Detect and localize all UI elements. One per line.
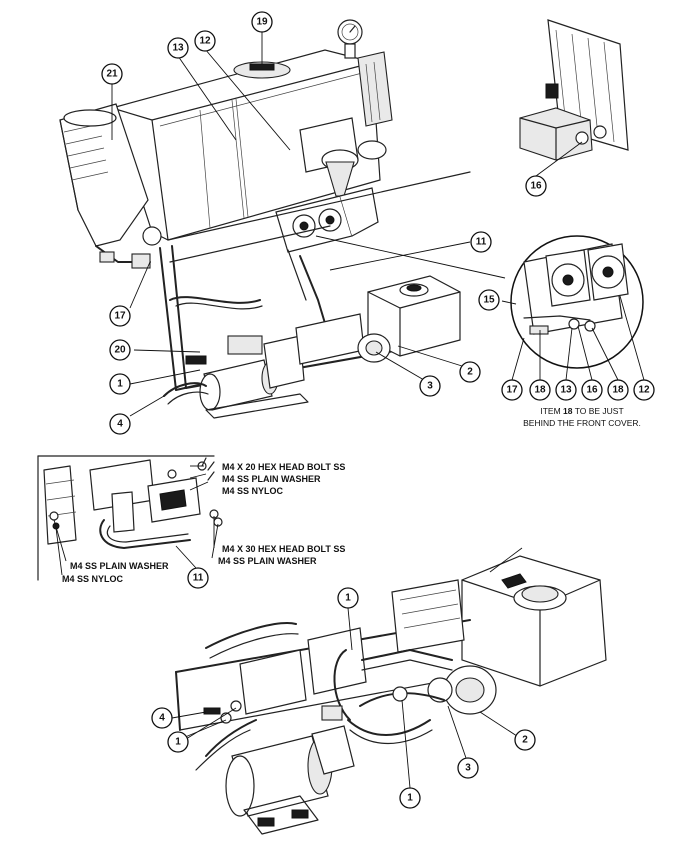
callout-16-inset: 16 xyxy=(525,175,547,197)
callout-18-detail-a: 18 xyxy=(529,379,551,401)
main-assembly xyxy=(59,19,471,419)
callout-16-detail: 16 xyxy=(581,379,603,401)
callout-1-main: 1 xyxy=(109,373,131,395)
svg-text:18: 18 xyxy=(612,385,624,396)
callout-12: 12 xyxy=(194,30,216,52)
callout-bubbles: 21 13 12 19 16 11 15 17 20 1 4 3 2 17 18… xyxy=(101,11,655,809)
svg-text:1: 1 xyxy=(175,737,181,748)
callout-11-main: 11 xyxy=(470,231,492,253)
svg-text:1: 1 xyxy=(345,593,351,604)
callout-18-detail-b: 18 xyxy=(607,379,629,401)
callout-19: 19 xyxy=(251,11,273,33)
label-m4-washer-left: M4 SS PLAIN WASHER xyxy=(70,561,169,571)
callout-13-detail: 13 xyxy=(555,379,577,401)
svg-text:1: 1 xyxy=(407,793,413,804)
callout-4-lower: 4 xyxy=(151,707,173,729)
svg-text:2: 2 xyxy=(522,735,528,746)
svg-text:21: 21 xyxy=(106,69,118,80)
callout-2-lower: 2 xyxy=(514,729,536,751)
inset-top-right xyxy=(519,19,629,161)
label-m4-washer-mid: M4 SS PLAIN WASHER xyxy=(218,556,317,566)
svg-text:16: 16 xyxy=(530,181,542,192)
callout-20: 20 xyxy=(109,339,131,361)
note-line-2: BEHIND THE FRONT COVER. xyxy=(523,418,641,428)
detail-circle-view xyxy=(510,235,644,369)
svg-text:11: 11 xyxy=(193,573,204,584)
svg-text:18: 18 xyxy=(534,385,546,396)
svg-text:12: 12 xyxy=(638,385,650,396)
note-line-1: ITEM 18 TO BE JUST xyxy=(540,406,623,416)
svg-text:11: 11 xyxy=(476,237,487,248)
label-m4-washer-top: M4 SS PLAIN WASHER xyxy=(222,474,321,484)
label-m4-nyloc-left: M4 SS NYLOC xyxy=(62,574,124,584)
svg-text:1: 1 xyxy=(117,379,123,390)
leader-lines xyxy=(53,32,645,789)
svg-text:4: 4 xyxy=(117,419,123,430)
svg-text:4: 4 xyxy=(159,713,165,724)
callout-15: 15 xyxy=(478,289,500,311)
svg-text:17: 17 xyxy=(114,311,126,322)
svg-text:15: 15 xyxy=(483,295,495,306)
callout-12-detail: 12 xyxy=(633,379,655,401)
detail-note: ITEM 18 TO BE JUST BEHIND THE FRONT COVE… xyxy=(523,406,641,428)
svg-text:13: 13 xyxy=(560,385,572,396)
callout-17-main: 17 xyxy=(109,305,131,327)
callout-1-lower-left: 1 xyxy=(167,731,189,753)
svg-text:12: 12 xyxy=(199,36,211,47)
svg-text:2: 2 xyxy=(467,367,473,378)
callout-13: 13 xyxy=(167,37,189,59)
svg-text:17: 17 xyxy=(506,385,518,396)
svg-text:3: 3 xyxy=(465,763,471,774)
svg-text:13: 13 xyxy=(172,43,184,54)
callout-2-main: 2 xyxy=(459,361,481,383)
svg-text:19: 19 xyxy=(256,17,268,28)
label-m4-nyloc-top: M4 SS NYLOC xyxy=(222,486,284,496)
hardware-labels: M4 X 20 HEX HEAD BOLT SS M4 SS PLAIN WAS… xyxy=(62,462,345,584)
callout-4-main: 4 xyxy=(109,413,131,435)
svg-text:20: 20 xyxy=(114,345,126,356)
lower-assembly xyxy=(175,555,607,835)
callout-3-lower: 3 xyxy=(457,757,479,779)
label-m4x20-bolt: M4 X 20 HEX HEAD BOLT SS xyxy=(222,462,345,472)
callout-21: 21 xyxy=(101,63,123,85)
callout-17-detail: 17 xyxy=(501,379,523,401)
label-m4x30-bolt: M4 X 30 HEX HEAD BOLT SS xyxy=(222,544,345,554)
bracket-detail xyxy=(37,455,223,581)
callout-1-lower-bottom: 1 xyxy=(399,787,421,809)
callout-11-bracket: 11 xyxy=(187,567,209,589)
svg-text:16: 16 xyxy=(586,385,598,396)
callout-3-main: 3 xyxy=(419,375,441,397)
svg-text:3: 3 xyxy=(427,381,433,392)
callout-1-lower-top: 1 xyxy=(337,587,359,609)
